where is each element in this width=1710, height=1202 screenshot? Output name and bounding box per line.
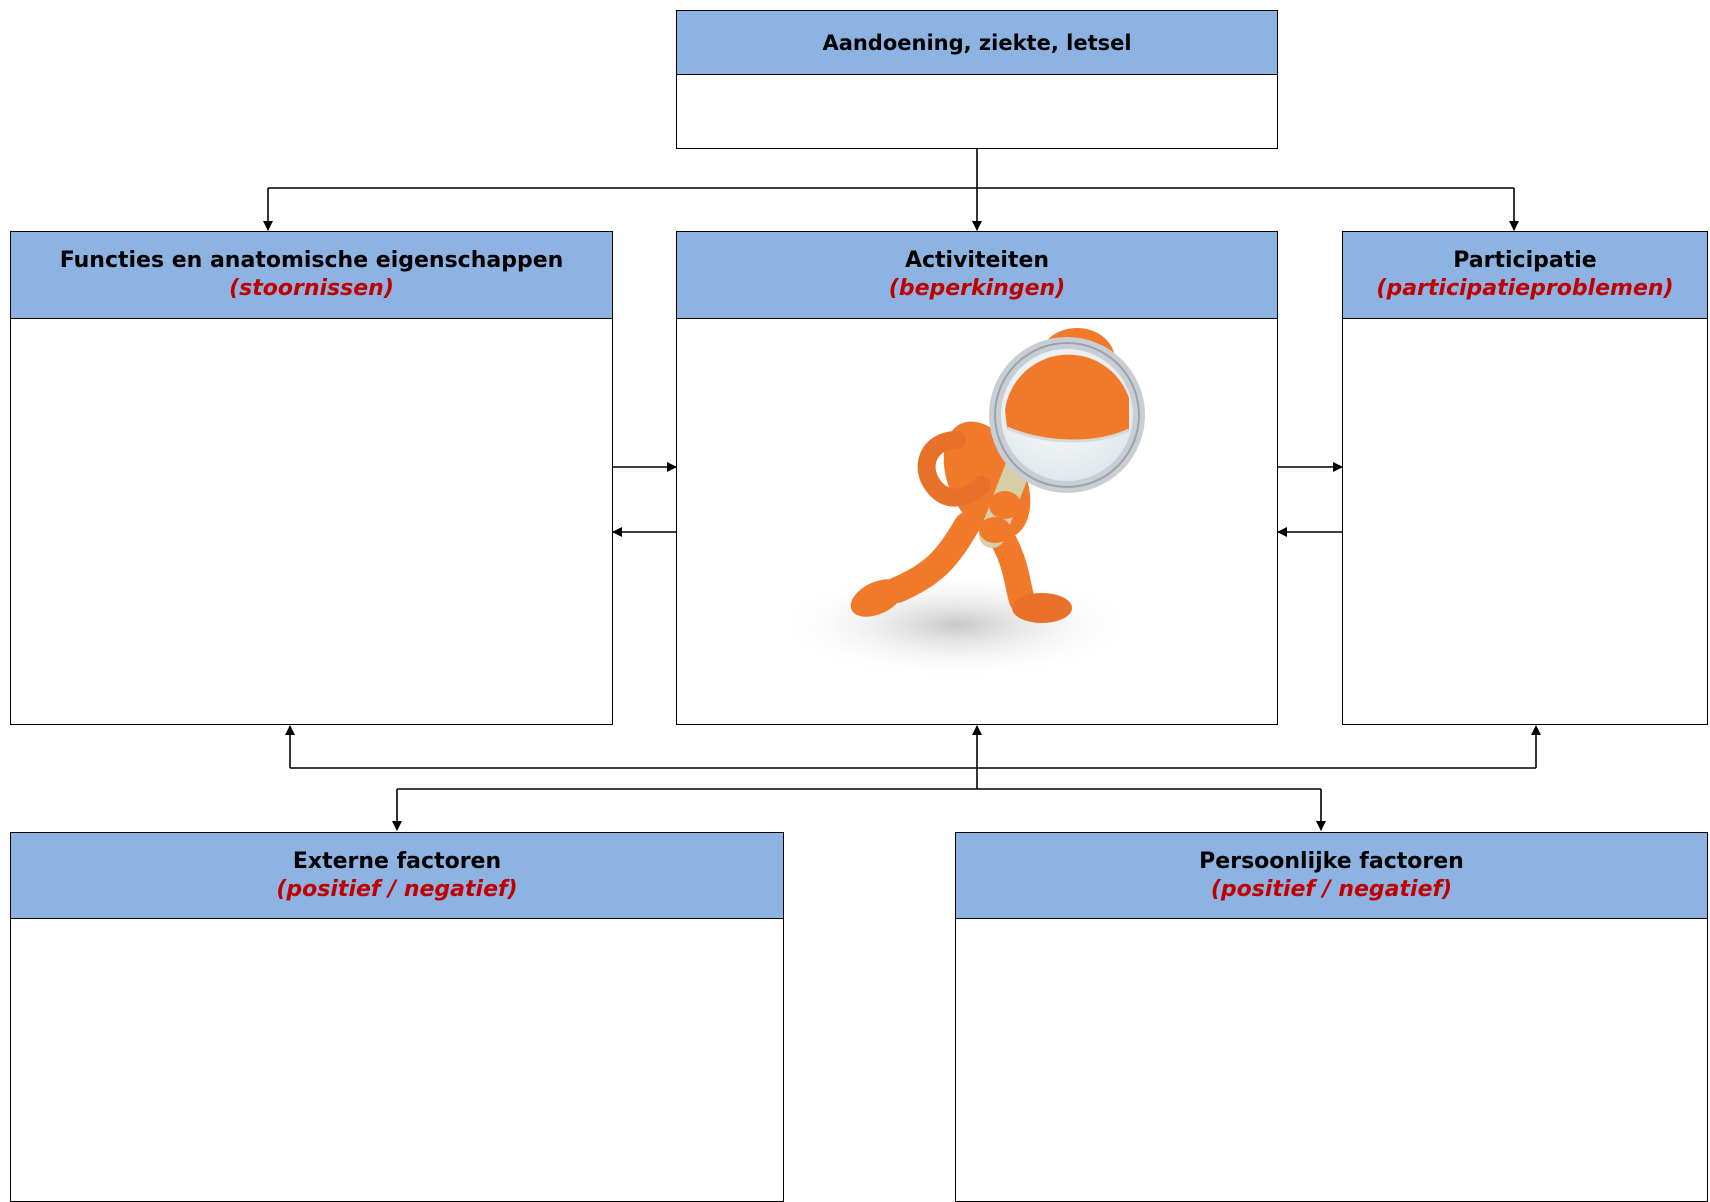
condition-header: Aandoening, ziekte, letsel (677, 11, 1277, 75)
participation-subtitle: (participatieproblemen) (1376, 276, 1674, 301)
personal-factors-subtitle: (positief / negatief) (1210, 876, 1453, 902)
figure-with-magnifying-glass-icon (767, 320, 1167, 724)
activities-header: Activiteiten (beperkingen) (677, 232, 1277, 319)
functions-title: Functies en anatomische eigenschappen (59, 248, 564, 273)
functions-subtitle: (stoornissen) (229, 276, 394, 301)
participation-title: Participatie (1453, 248, 1597, 273)
participation-box: Participatie (participatieproblemen) (1342, 231, 1708, 725)
participation-header: Participatie (participatieproblemen) (1343, 232, 1707, 319)
external-factors-subtitle: (positief / negatief) (276, 876, 518, 902)
personal-factors-header: Persoonlijke factoren (positief / negati… (956, 833, 1707, 919)
activities-box: Activiteiten (beperkingen) (676, 231, 1278, 725)
external-factors-box: Externe factoren (positief / negatief) (10, 832, 784, 1202)
personal-factors-title: Persoonlijke factoren (1199, 848, 1464, 874)
activities-subtitle: (beperkingen) (888, 276, 1066, 301)
external-factors-title: Externe factoren (292, 848, 502, 874)
personal-factors-box: Persoonlijke factoren (positief / negati… (955, 832, 1708, 1202)
functions-header: Functies en anatomische eigenschappen (s… (11, 232, 612, 319)
functions-box: Functies en anatomische eigenschappen (s… (10, 231, 613, 725)
external-factors-header: Externe factoren (positief / negatief) (11, 833, 783, 919)
activities-title: Activiteiten (904, 248, 1050, 273)
condition-box: Aandoening, ziekte, letsel (676, 10, 1278, 149)
condition-title: Aandoening, ziekte, letsel (822, 30, 1132, 55)
